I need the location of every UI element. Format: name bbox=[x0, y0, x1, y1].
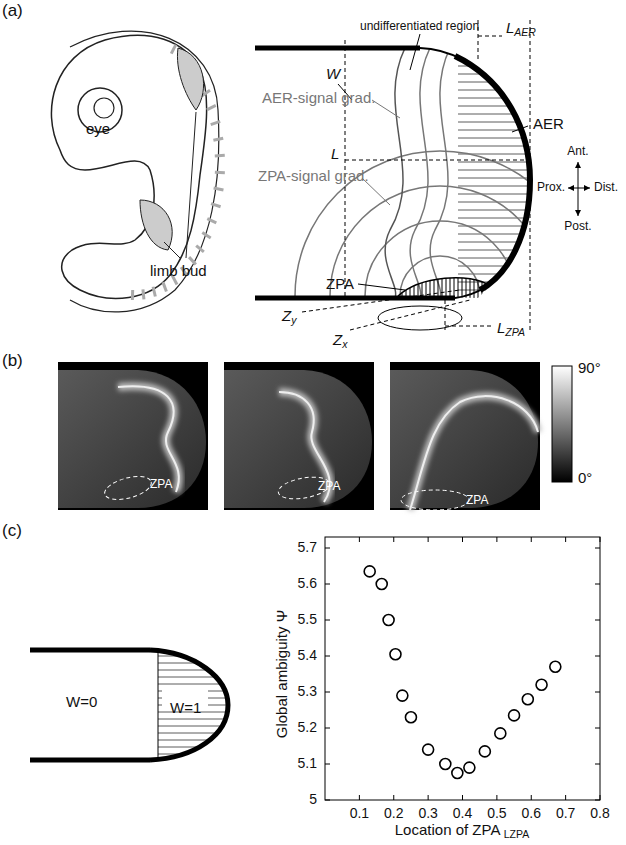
label: (b) bbox=[2, 352, 23, 371]
heatmap bbox=[224, 362, 374, 510]
label: (a) bbox=[2, 2, 23, 21]
label: ZPA bbox=[326, 276, 354, 293]
label: W=0 bbox=[66, 694, 97, 711]
label: ZPA bbox=[150, 478, 172, 491]
label: (c) bbox=[2, 522, 22, 541]
tick-label: 5.7 bbox=[298, 540, 317, 555]
label: AER-signal grad. bbox=[262, 90, 375, 107]
scatter-chart bbox=[325, 537, 600, 800]
label: Zy bbox=[282, 308, 296, 326]
label: ZPA bbox=[318, 480, 340, 493]
tick-label: 0.2 bbox=[384, 806, 403, 821]
label: Post. bbox=[564, 220, 591, 233]
label: eye bbox=[86, 121, 110, 138]
tick-label: 5.2 bbox=[298, 720, 317, 735]
label: L bbox=[331, 146, 339, 163]
tick-label: 5.1 bbox=[298, 756, 317, 771]
label: Ant. bbox=[567, 145, 588, 158]
tick-label: 0.6 bbox=[522, 806, 541, 821]
tick-label: 5 bbox=[309, 792, 317, 807]
label: Dist. bbox=[594, 181, 618, 194]
label: Prox. bbox=[537, 181, 565, 194]
tick-label: 5.4 bbox=[298, 648, 317, 663]
embryo-drawing bbox=[51, 31, 224, 312]
label: W bbox=[326, 66, 340, 83]
tick-label: 0.5 bbox=[487, 806, 506, 821]
label: W=1 bbox=[170, 700, 201, 717]
label: Zx bbox=[333, 332, 347, 350]
label: LZPA bbox=[497, 320, 525, 338]
tick-label: 5.6 bbox=[298, 576, 317, 591]
w-schematic bbox=[30, 650, 232, 760]
label: limb bud bbox=[150, 263, 207, 280]
tick-label: 0.8 bbox=[590, 806, 609, 821]
label: ZPA-signal grad. bbox=[258, 168, 369, 185]
label: 0° bbox=[578, 470, 592, 487]
tick-label: 5.3 bbox=[298, 684, 317, 699]
label: 90° bbox=[578, 360, 601, 377]
tick-label: 5.5 bbox=[298, 612, 317, 627]
heatmap bbox=[58, 362, 208, 510]
tick-label: 0.7 bbox=[556, 806, 575, 821]
label: undifferentiated region bbox=[360, 20, 479, 33]
tick-label: 0.4 bbox=[453, 806, 472, 821]
label: AER bbox=[533, 116, 564, 133]
tick-label: 0.1 bbox=[350, 806, 369, 821]
label: LAER bbox=[506, 20, 536, 38]
axis-title: Location of ZPA LZPA bbox=[395, 822, 529, 840]
label: ZPA bbox=[466, 494, 488, 507]
tick-label: 0.3 bbox=[418, 806, 437, 821]
axis-title: Global ambiguity Ψ bbox=[274, 610, 291, 738]
colorbar bbox=[552, 366, 572, 482]
heatmap bbox=[390, 362, 540, 510]
